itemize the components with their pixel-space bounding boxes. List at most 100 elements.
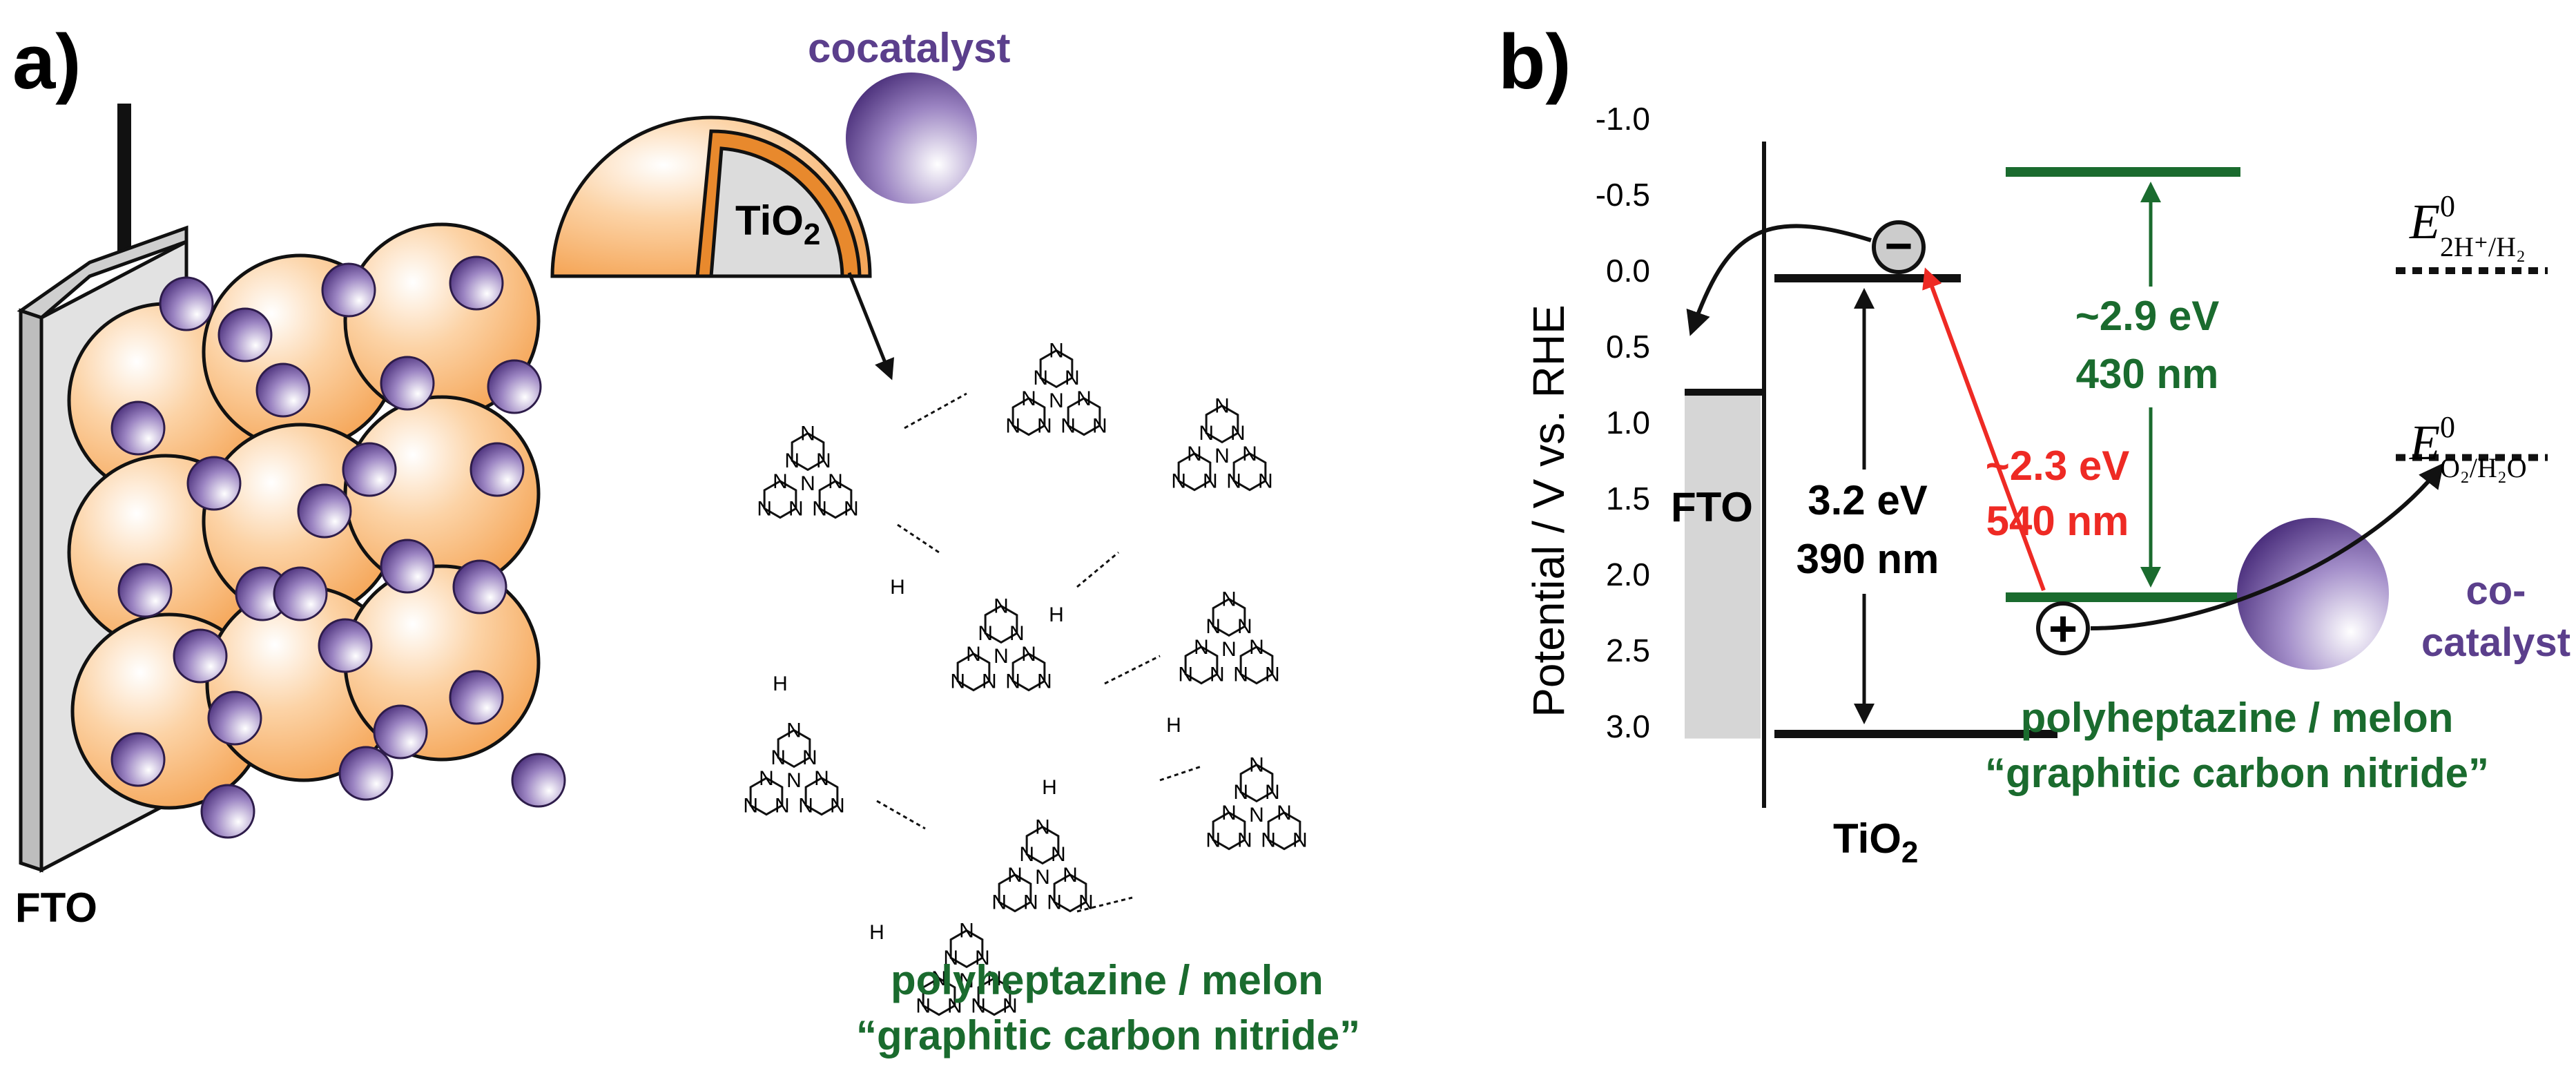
atom-n: N [1051, 843, 1066, 866]
atom-n: N [1171, 470, 1186, 492]
atom-n: N [1007, 864, 1023, 887]
cocatalyst-particle [200, 784, 255, 839]
atom-n: N [1237, 829, 1252, 851]
cocatalyst-particle [255, 362, 311, 418]
y-tick-label: 0.0 [1606, 253, 1650, 289]
atom-n: N [1230, 422, 1246, 445]
atom-n: N [1005, 414, 1020, 437]
triazine-ring [791, 432, 825, 472]
triazine-ring [749, 777, 784, 816]
atom-n: N [950, 670, 965, 693]
atom-n: N [1037, 414, 1052, 437]
cocatalyst-particle [321, 262, 376, 318]
fto-block [1685, 392, 1761, 739]
triazine-ring [1039, 349, 1074, 389]
atom-n: N [1221, 588, 1237, 611]
atom-n: N [982, 670, 997, 693]
fto-label-a: FTO [15, 884, 97, 931]
atom-n: N [1049, 340, 1064, 362]
atom-n: N [1178, 663, 1193, 686]
tio2-gap-nm: 390 nm [1797, 536, 1939, 582]
atom-n: N [1258, 470, 1273, 492]
atom-n: N [1214, 395, 1230, 418]
atom-n: N [1063, 864, 1078, 887]
atom-n: N [816, 450, 831, 472]
atom-n: N [1021, 643, 1036, 666]
sens-ev: ~2.3 eV [1986, 443, 2130, 489]
polymer-name-a: polyheptazine / melon [891, 957, 1324, 1003]
electron-symbol [1872, 220, 1926, 274]
atom-n: N [812, 497, 827, 520]
atom-n: N [1203, 470, 1218, 492]
atom-n: N [759, 767, 774, 790]
y-axis-label: Potential / V vs. RHE [1524, 304, 1573, 717]
atom-n: N [1265, 781, 1280, 804]
atom-n: N [786, 769, 802, 792]
atom-n: N [959, 969, 974, 992]
atom-n: N [966, 643, 981, 666]
triazine-ring [1239, 646, 1274, 685]
atom-n: N [1003, 994, 1018, 1017]
polymer-alias-a: “graphitic carbon nitride” [856, 1012, 1360, 1058]
cn-gap-nm: 430 nm [2076, 351, 2219, 397]
atom-n: N [1065, 367, 1080, 389]
cocatalyst-particle [159, 276, 214, 331]
triazine-ring [1177, 452, 1212, 492]
triazine-ring [818, 480, 853, 519]
atom-n: N [947, 994, 962, 1017]
atom-h: H [890, 576, 905, 599]
y-tick-label: -0.5 [1596, 177, 1650, 213]
cocatalyst-particle [338, 746, 394, 801]
atom-n: N [1047, 891, 1062, 914]
atom-n: N [1078, 891, 1094, 914]
fto-slide-side [19, 308, 43, 873]
atom-n: N [987, 967, 1002, 990]
atom-n: N [1092, 414, 1107, 437]
hydrogen-bond [1076, 896, 1133, 913]
triazine-ring [1232, 452, 1267, 492]
hole-sign: + [2049, 601, 2078, 657]
atom-n: N [1037, 670, 1052, 693]
atom-n: N [743, 794, 758, 817]
atom-n: N [1187, 443, 1202, 465]
atom-n: N [1021, 387, 1036, 410]
atom-h: H [1049, 603, 1064, 626]
cocatalyst-particle [511, 753, 566, 808]
polymer-name-b: polyheptazine / melon [2021, 695, 2454, 741]
atom-n: N [773, 470, 788, 493]
atom-n: N [1249, 636, 1264, 659]
y-tick-labels: -1.0-0.50.00.51.01.52.02.53.0 [1596, 101, 1650, 744]
cocatalyst-particle [110, 732, 166, 787]
atom-n: N [1226, 470, 1241, 492]
triazine-ring [1011, 652, 1046, 692]
cocatalyst-particle [217, 307, 273, 362]
hydrogen-bond [1104, 655, 1161, 685]
tio2-gap-label-bg [1795, 470, 1947, 594]
atom-n: N [1242, 443, 1257, 465]
tio2-sphere-grid [67, 222, 566, 839]
triazine-ring [977, 977, 1011, 1016]
sens-nm: 540 nm [1986, 498, 2129, 544]
tio2-gap-ev: 3.2 eV [1808, 477, 1927, 523]
atom-h: H [1042, 776, 1057, 799]
atom-n: N [1061, 414, 1076, 437]
atom-n: N [978, 622, 993, 645]
y-tick-label: 2.5 [1606, 632, 1650, 668]
atom-n: N [1049, 389, 1064, 412]
atom-n: N [1292, 829, 1308, 851]
y-tick-label: -1.0 [1596, 101, 1650, 137]
tio2-label-a: TiO2 [735, 197, 820, 251]
cocatalyst-particle [273, 566, 328, 621]
atom-n: N [786, 719, 802, 742]
cocatalyst-particle [373, 704, 428, 760]
panel-b: b) Potential / V vs. RHE -1.0-0.50.00.51… [1498, 19, 2570, 869]
cocatalyst-particle-large [846, 72, 977, 204]
atom-n: N [757, 497, 772, 520]
cocatalyst-particle [380, 356, 435, 411]
atom-n: N [1076, 387, 1092, 410]
pointer-arrow [847, 272, 895, 380]
